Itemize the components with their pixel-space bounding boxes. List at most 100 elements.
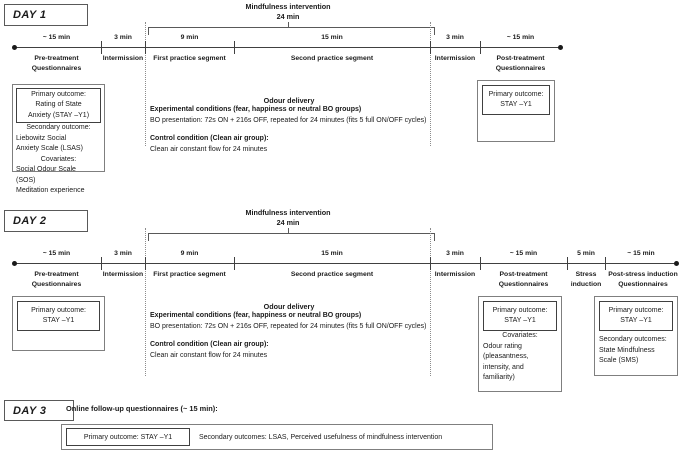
day3-secondary-text: Secondary outcomes: LSAS, Perceived usef…	[199, 433, 443, 441]
day2-duration-6: 5 min	[577, 250, 595, 257]
day1-odour-ctrl-heading: Control condition (Clean air group):	[150, 135, 269, 142]
day2-duration-2: 9 min	[180, 250, 199, 257]
day1-duration-2: 9 min	[180, 34, 199, 41]
day2-pre-primary-line1: Primary outcome:	[31, 306, 86, 314]
day2-tick-2	[145, 257, 146, 270]
day1-axis	[14, 47, 561, 48]
day1-pretreatment-primary-box: Primary outcome: Rating of State Anxiety…	[16, 88, 101, 123]
day2-phase-0: Pre-treatment Questionnaires	[12, 270, 101, 290]
day2-post-primary-box: Primary outcome: STAY –Y1	[483, 301, 557, 331]
day2-phase-7-line2: Questionnaires	[618, 280, 668, 288]
day1-pre-primary-line1: Primary outcome:	[31, 90, 86, 98]
day1-bracket-duration: 24 min	[276, 11, 300, 21]
day1-axis-end-dot	[558, 45, 563, 50]
day2-phase-5: Post-treatment Questionnaires	[480, 270, 567, 290]
day1-tick-2	[145, 41, 146, 54]
day2-phase-7-line1: Post-stress induction	[608, 271, 678, 278]
day2-phase-6: Stress induction	[565, 270, 607, 290]
day1-phase-0-line1: Pre-treatment	[34, 55, 79, 62]
day2-axis-start-dot	[12, 261, 17, 266]
day2-odour-ctrl-heading: Control condition (Clean air group):	[150, 341, 269, 348]
day2-phase-2-line1: First practice segment	[153, 271, 226, 278]
day1-phase-3-line1: Second practice segment	[290, 55, 374, 62]
day2-bracket-title-text: Mindfulness intervention	[245, 208, 331, 217]
day2-post-covariates-line4: familiarity)	[483, 374, 515, 381]
day1-odour-exp-heading: Experimental conditions (fear, happiness…	[150, 106, 362, 113]
day1-tick-5	[480, 41, 481, 54]
day2-duration-4: 3 min	[446, 250, 464, 257]
day1-bracket-title-text: Mindfulness intervention	[245, 2, 331, 11]
day2-bracket-stem	[288, 228, 289, 234]
day1-pre-secondary-line1: Liebowitz Social	[16, 134, 67, 142]
day2-stress-primary-line2: STAY –Y1	[620, 317, 652, 324]
day2-phase-5-line2: Questionnaires	[498, 280, 549, 288]
day1-pre-covariates-heading: Covariates:	[40, 155, 77, 163]
day1-pre-secondary-line2: Anxiety Scale (LSAS)	[16, 145, 83, 152]
day2-bracket-duration: 24 min	[276, 217, 300, 227]
day2-duration-1: 3 min	[114, 250, 132, 257]
day1-phase-0: Pre-treatment Questionnaires	[12, 54, 101, 74]
day2-post-covariates-line3: intensity, and	[483, 363, 524, 371]
day2-phase-6-line1: Stress	[575, 271, 597, 278]
day1-odour-title: Odour delivery	[263, 96, 315, 105]
day2-tick-6	[567, 257, 568, 270]
day1-pretreatment-outcome-box: Primary outcome: Rating of State Anxiety…	[12, 84, 105, 194]
day3-label: DAY 3	[4, 400, 74, 421]
day2-label-text: DAY 2	[13, 215, 47, 227]
day2-stress-primary-box: Primary outcome: STAY –Y1	[599, 301, 673, 331]
day2-poststress-outcome-box: Primary outcome: STAY –Y1 Secondary outc…	[594, 296, 678, 376]
day1-phase-4: Intermission	[428, 54, 482, 64]
day1-pre-covariates-line3: Meditation experience	[16, 187, 85, 194]
day2-axis	[14, 263, 677, 264]
day1-label-text: DAY 1	[13, 9, 47, 21]
day3-primary-text: Primary outcome: STAY –Y1	[83, 433, 173, 441]
day1-phase-2-line1: First practice segment	[153, 55, 226, 62]
day2-label: DAY 2	[4, 210, 88, 232]
day2-phase-1: Intermission	[99, 270, 147, 280]
day1-duration-4: 3 min	[446, 34, 464, 41]
day2-phase-0-line1: Pre-treatment	[34, 271, 79, 278]
day1-post-primary-box: Primary outcome: STAY –Y1	[482, 85, 550, 115]
day1-pre-covariates-line1: Social Odour Scale	[16, 166, 76, 173]
day1-post-primary-line2: STAY –Y1	[500, 101, 532, 108]
day2-pre-primary-box: Primary outcome: STAY –Y1	[17, 301, 100, 331]
day2-post-primary-line1: Primary outcome:	[492, 306, 548, 314]
day2-phase-2: First practice segment	[145, 270, 234, 280]
day1-duration-0: ~ 15 min	[42, 34, 71, 41]
day1-phase-1-line1: Intermission	[102, 55, 144, 62]
day1-divider-right	[430, 22, 431, 146]
day2-divider-left	[145, 228, 146, 376]
day1-phase-3: Second practice segment	[234, 54, 430, 64]
day1-phase-1: Intermission	[99, 54, 147, 64]
day2-stress-secondary-line2: Scale (SMS)	[599, 357, 639, 364]
day1-phase-5: Post-treatment Questionnaires	[480, 54, 561, 74]
day2-odour-exp-text: BO presentation: 72s ON + 216s OFF, repe…	[150, 322, 427, 330]
day1-tick-1	[101, 41, 102, 54]
day1-pre-secondary-heading: Secondary outcome:	[26, 124, 91, 131]
day2-duration-3: 15 min	[321, 250, 343, 257]
day2-odour-exp-heading: Experimental conditions (fear, happiness…	[150, 312, 362, 319]
day2-stress-primary-line1: Primary outcome:	[608, 306, 664, 314]
day2-divider-right	[430, 228, 431, 376]
day1-duration-1: 3 min	[114, 34, 132, 41]
day2-posttreatment-outcome-box: Primary outcome: STAY –Y1 Covariates: Od…	[478, 296, 562, 392]
day1-bracket-title: Mindfulness intervention 24 min	[188, 2, 388, 21]
day1-posttreatment-outcome-box: Primary outcome: STAY –Y1	[477, 80, 555, 142]
day2-tick-4	[430, 257, 431, 270]
day1-pre-covariates-line2: (SOS)	[16, 176, 36, 184]
day2-tick-7	[605, 257, 606, 270]
day2-phase-4: Intermission	[428, 270, 482, 280]
day2-post-primary-line2: STAY –Y1	[504, 317, 536, 324]
day1-phase-5-line2: Questionnaires	[495, 64, 546, 72]
day1-axis-start-dot	[12, 45, 17, 50]
day2-stress-secondary-heading: Secondary outcomes:	[599, 336, 667, 343]
day2-pretreatment-outcome-box: Primary outcome: STAY –Y1	[12, 296, 105, 351]
day2-post-covariates-line2: (pleasantness,	[483, 353, 529, 360]
day1-pre-primary-line2: Rating of State	[35, 101, 82, 109]
day1-phase-2: First practice segment	[145, 54, 234, 64]
day2-axis-end-dot	[674, 261, 679, 266]
day2-post-covariates-line1: Odour rating	[483, 342, 522, 350]
day2-phase-3: Second practice segment	[234, 270, 430, 280]
day1-phase-5-line1: Post-treatment	[496, 55, 545, 62]
day2-phase-5-line1: Post-treatment	[499, 271, 548, 278]
